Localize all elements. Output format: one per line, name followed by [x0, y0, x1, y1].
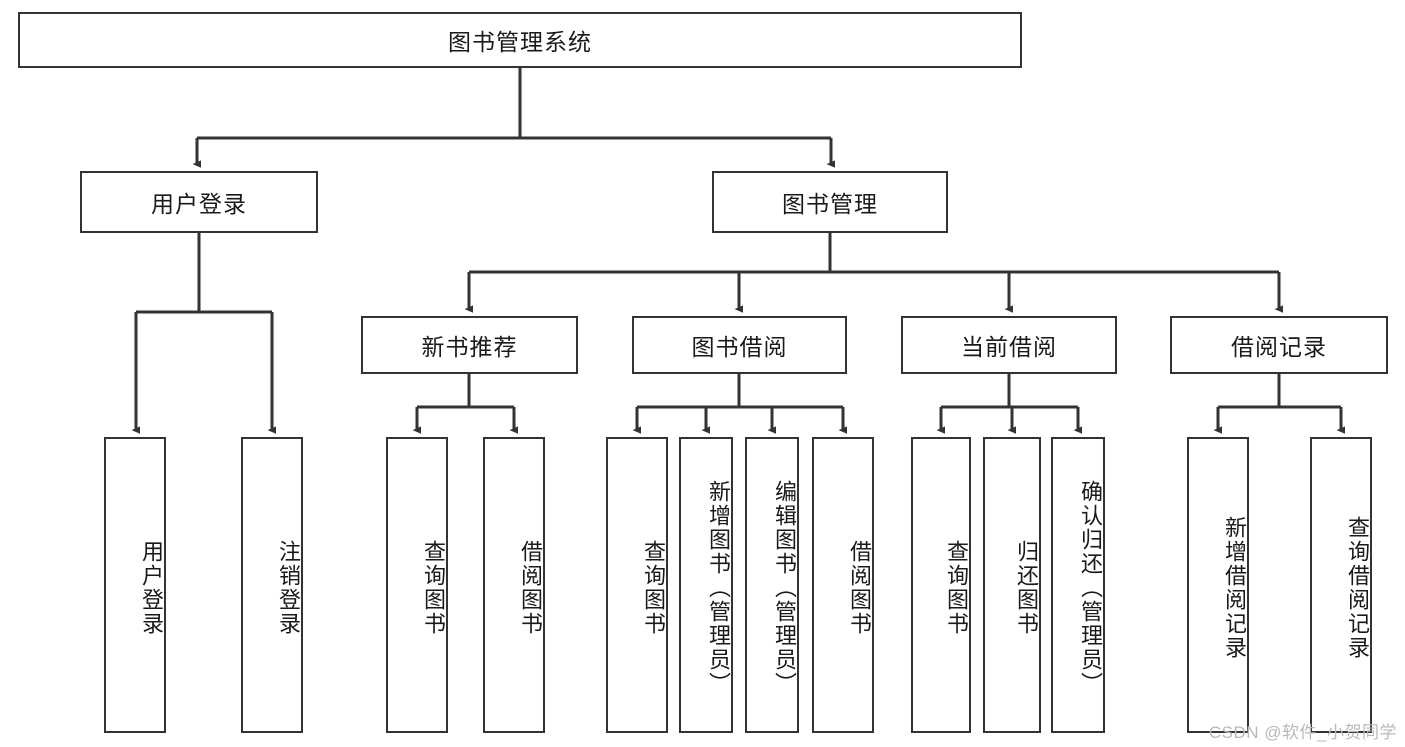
leaf-query-book-new[interactable]: 查询图书	[386, 437, 448, 733]
leaf-user-login-label: 用户登录	[139, 540, 164, 636]
node-user-login[interactable]: 用户登录	[80, 171, 318, 233]
node-borrow-records-label: 借阅记录	[1231, 334, 1327, 360]
node-book-management-label: 图书管理	[782, 191, 878, 217]
leaf-confirm-return-admin[interactable]: 确认归还（管理员）	[1051, 437, 1105, 733]
leaf-add-borrow-record-label: 新增借阅记录	[1222, 516, 1247, 660]
node-user-login-label: 用户登录	[151, 191, 247, 217]
leaf-edit-book-admin[interactable]: 编辑图书（管理员）	[745, 437, 799, 733]
node-book-management[interactable]: 图书管理	[712, 171, 948, 233]
leaf-logout[interactable]: 注销登录	[241, 437, 303, 733]
node-root-system[interactable]: 图书管理系统	[18, 12, 1022, 68]
leaf-query-book-current[interactable]: 查询图书	[911, 437, 971, 733]
node-current-borrow[interactable]: 当前借阅	[901, 316, 1117, 374]
leaf-query-book-current-label: 查询图书	[944, 540, 969, 636]
leaf-query-book-new-label: 查询图书	[421, 540, 446, 636]
leaf-query-book-borrow[interactable]: 查询图书	[606, 437, 668, 733]
node-new-book-recommend[interactable]: 新书推荐	[361, 316, 578, 374]
node-root-label: 图书管理系统	[448, 29, 592, 55]
leaf-return-book-label: 归还图书	[1014, 540, 1039, 636]
leaf-add-borrow-record[interactable]: 新增借阅记录	[1187, 437, 1249, 733]
leaf-query-book-borrow-label: 查询图书	[641, 540, 666, 636]
leaf-borrow-book-new[interactable]: 借阅图书	[483, 437, 545, 733]
node-borrow-records[interactable]: 借阅记录	[1170, 316, 1388, 374]
node-current-borrow-label: 当前借阅	[961, 334, 1057, 360]
leaf-query-borrow-record[interactable]: 查询借阅记录	[1310, 437, 1372, 733]
leaf-borrow-book-label: 借阅图书	[847, 540, 872, 636]
leaf-add-book-admin-label: 新增图书（管理员）	[706, 480, 731, 696]
node-book-borrow-label: 图书借阅	[691, 334, 788, 360]
leaf-confirm-return-admin-label: 确认归还（管理员）	[1078, 480, 1103, 696]
watermark-text: CSDN @软件_小贺同学	[1208, 723, 1397, 742]
leaf-return-book[interactable]: 归还图书	[983, 437, 1041, 733]
node-new-book-recommend-label: 新书推荐	[421, 334, 518, 360]
leaf-borrow-book-new-label: 借阅图书	[518, 540, 543, 636]
leaf-user-login[interactable]: 用户登录	[104, 437, 166, 733]
leaf-query-borrow-record-label: 查询借阅记录	[1345, 516, 1370, 660]
leaf-edit-book-admin-label: 编辑图书（管理员）	[772, 480, 797, 696]
leaf-borrow-book[interactable]: 借阅图书	[812, 437, 874, 733]
leaf-add-book-admin[interactable]: 新增图书（管理员）	[679, 437, 733, 733]
leaf-logout-label: 注销登录	[276, 540, 301, 636]
node-book-borrow[interactable]: 图书借阅	[632, 316, 847, 374]
